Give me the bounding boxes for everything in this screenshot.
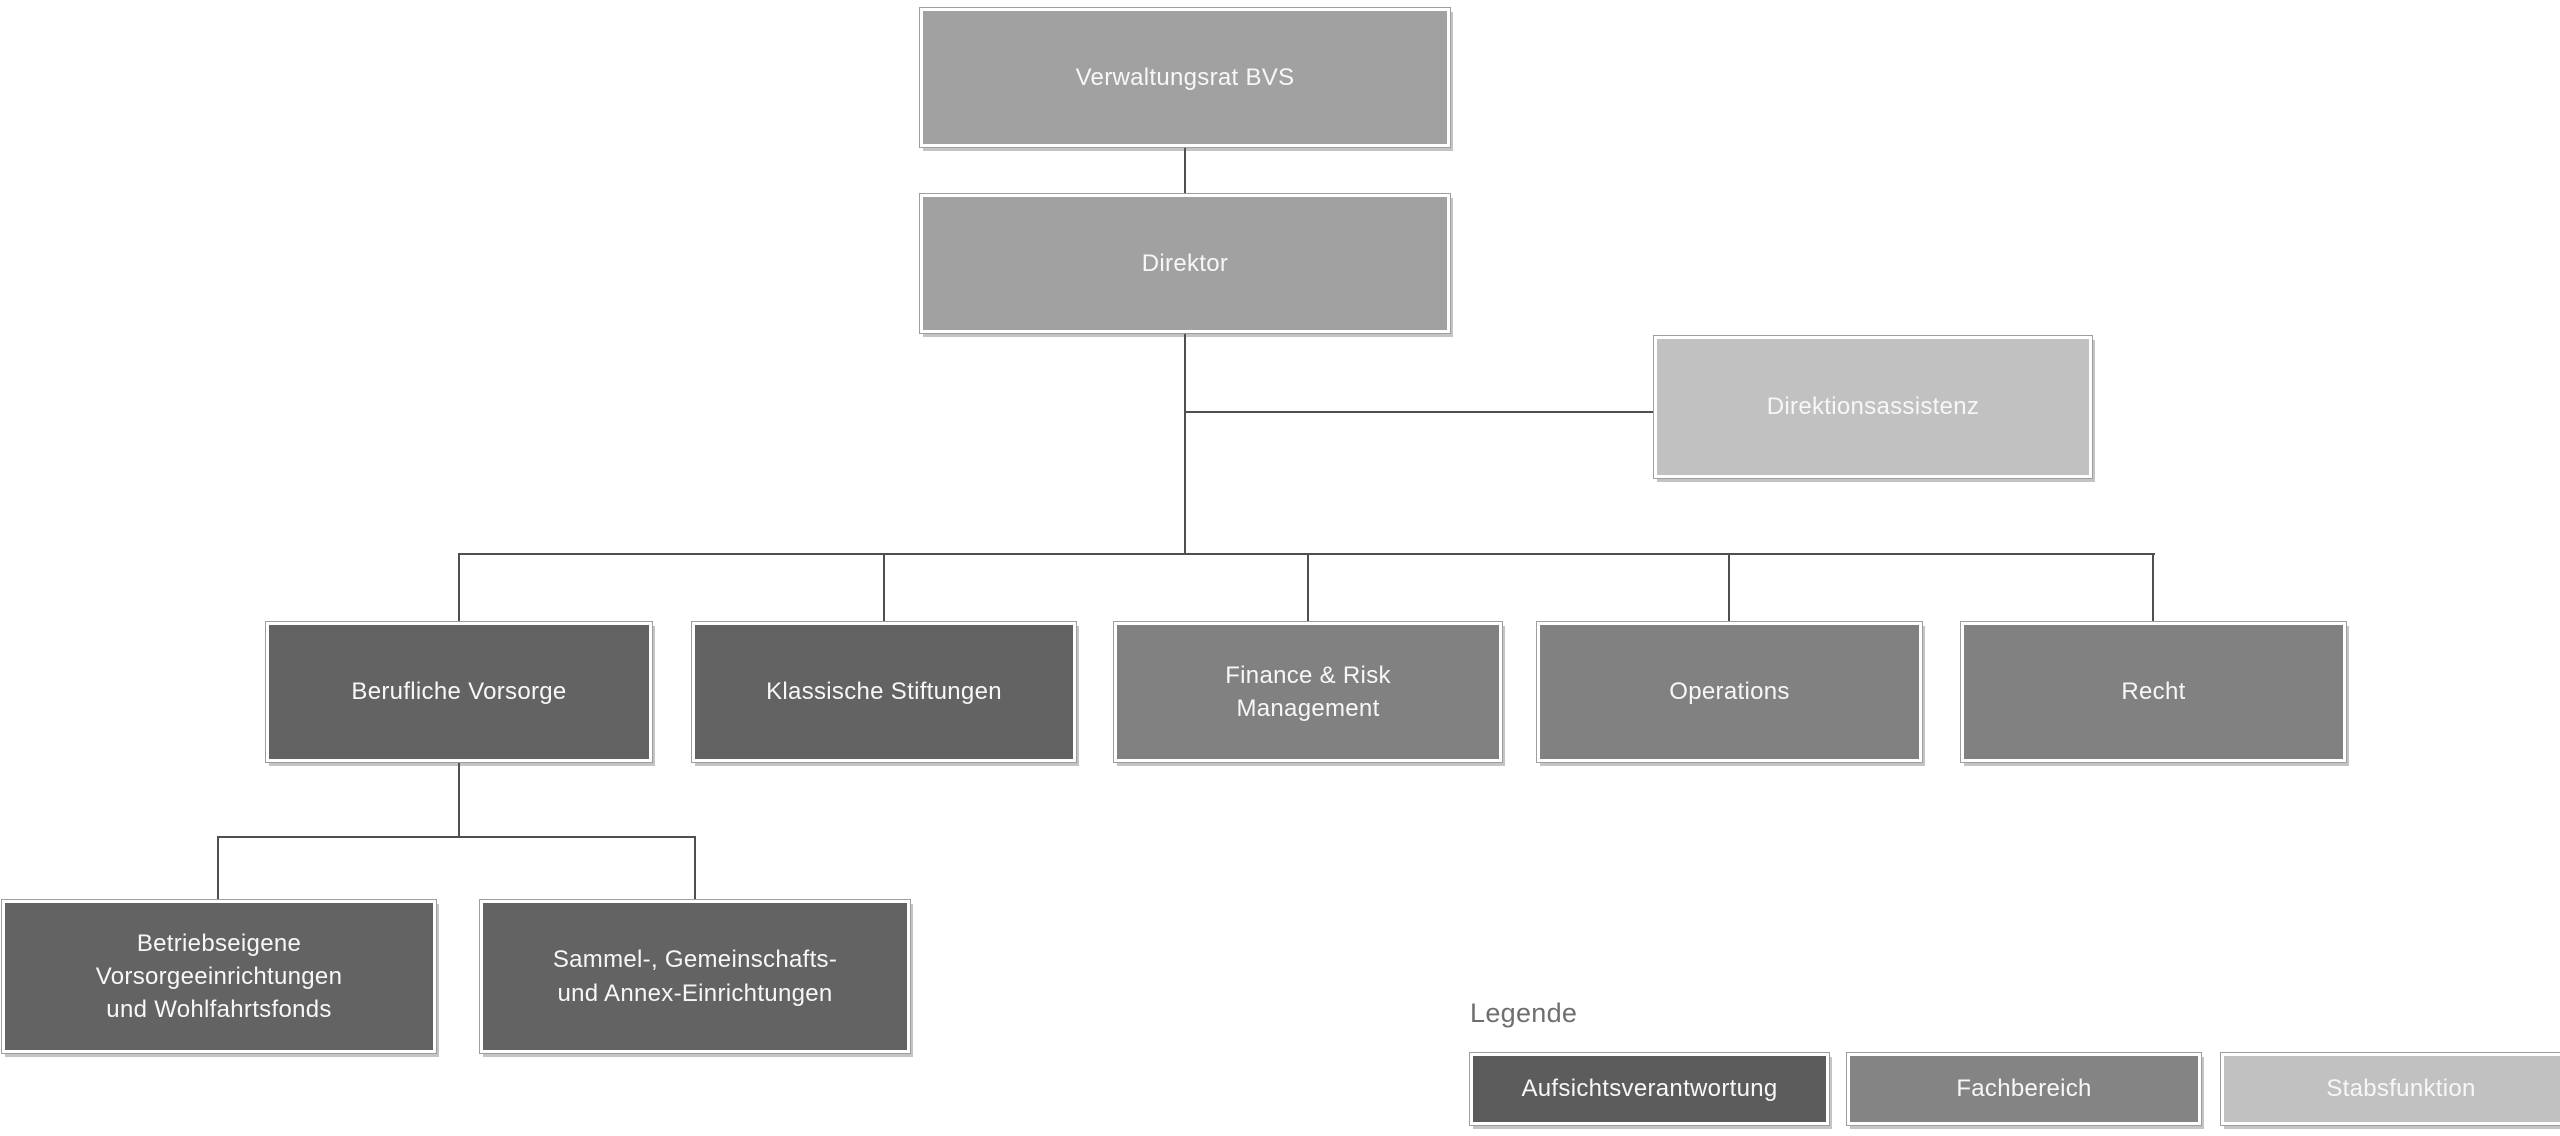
org-node-direktionsassistenz: Direktionsassistenz	[1653, 335, 2093, 479]
legend-item-stabsfunktion: Stabsfunktion	[2220, 1052, 2560, 1126]
connector-stub-subunit-2	[694, 838, 696, 900]
org-node-label: Direktor	[1141, 249, 1229, 277]
legend-item-aufsichtsverantwortung: Aufsichtsverantwortung	[1469, 1052, 1830, 1126]
org-node-betriebseigene-vorsorgeeinrichtungen: Betriebseigene Vorsorgeeinrichtungen und…	[1, 899, 437, 1054]
org-node-label: Recht	[2121, 678, 2186, 706]
connector-subunit-branch	[217, 836, 696, 838]
org-node-label: Betriebseigene Vorsorgeeinrichtungen und…	[95, 929, 343, 1024]
connector-stub-dept-2	[883, 555, 885, 622]
org-node-label: Direktionsassistenz	[1766, 393, 1980, 421]
legend-item-label: Fachbereich	[1956, 1075, 2092, 1102]
legend-item-label: Aufsichtsverantwortung	[1521, 1075, 1778, 1102]
legend-item-label: Stabsfunktion	[2326, 1075, 2476, 1102]
org-node-sammel-gemeinschafts-annex: Sammel-, Gemeinschafts- und Annex-Einric…	[479, 899, 911, 1054]
org-node-label: Sammel-, Gemeinschafts- und Annex-Einric…	[552, 946, 838, 1007]
org-node-label: Berufliche Vorsorge	[351, 678, 567, 706]
connector-stub-dept-3	[1307, 555, 1309, 622]
connector-stub-dept-1	[458, 555, 460, 622]
org-node-label: Operations	[1669, 678, 1790, 706]
connector-subunit-trunk	[458, 762, 460, 838]
connector-stub-dept-4	[1728, 555, 1730, 622]
org-node-verwaltungsrat: Verwaltungsrat BVS	[919, 7, 1451, 148]
connector-director-staff	[1186, 411, 1654, 413]
org-node-klassische-stiftungen: Klassische Stiftungen	[691, 621, 1077, 763]
connector-root-director	[1184, 147, 1186, 194]
org-node-finance-risk-management: Finance & Risk Management	[1113, 621, 1503, 763]
org-node-direktor: Direktor	[919, 193, 1451, 334]
org-node-recht: Recht	[1960, 621, 2347, 763]
connector-director-trunk	[1184, 333, 1186, 555]
connector-departments-branch	[458, 553, 2155, 555]
org-node-label: Finance & Risk Management	[1225, 661, 1391, 722]
legend-title: Legende	[1470, 998, 1578, 1028]
legend-item-fachbereich: Fachbereich	[1846, 1052, 2202, 1126]
connector-stub-subunit-1	[217, 838, 219, 900]
org-node-operations: Operations	[1536, 621, 1923, 763]
org-node-label: Klassische Stiftungen	[766, 678, 1002, 706]
org-node-berufliche-vorsorge: Berufliche Vorsorge	[265, 621, 653, 763]
connector-stub-dept-5	[2152, 555, 2154, 622]
org-node-label: Verwaltungsrat BVS	[1075, 63, 1295, 91]
